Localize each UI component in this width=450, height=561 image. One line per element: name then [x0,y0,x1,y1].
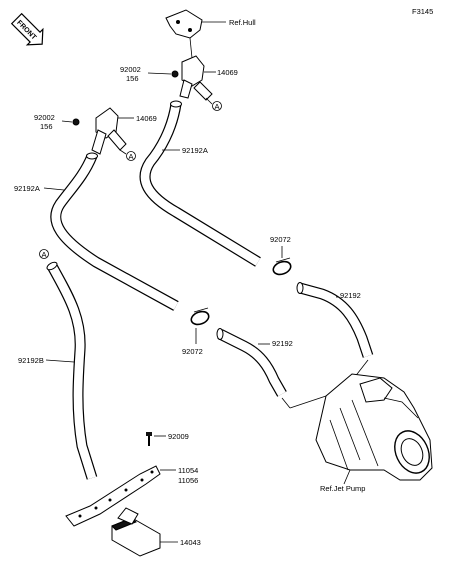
bolt-92009 [146,432,152,446]
label-14043: 14043 [180,538,201,547]
hose-92192a-upper [139,100,261,267]
ref-hull-label: Ref.Hull [229,18,256,27]
label-14069-lower: 14069 [136,114,157,123]
hose-92192b [46,261,98,480]
label-92002-upper: 92002 [120,65,141,74]
hose-92192a-lower [50,152,179,311]
label-92072-lower: 92072 [182,347,203,356]
label-92072-upper: 92072 [270,235,291,244]
fitting-lower [91,107,127,155]
label-92002-lower: 92002 [34,113,55,122]
jet-pump [315,373,433,481]
label-11056: 11056 [178,476,198,485]
hose-92192-upper-right [296,282,374,358]
callout-a-3 [39,249,49,259]
label-92192a-upper: 92192A [182,146,208,155]
front-arrow-icon: FRONT [10,12,44,46]
hull-bracket [165,9,226,39]
label-92192b: 92192B [18,356,44,365]
label-156-upper: 156 [126,74,139,83]
label-92009: 92009 [168,432,189,441]
label-14069-upper: 14069 [217,68,238,77]
ref-jet-pump-label: Ref.Jet Pump [320,484,365,493]
callout-a-1 [212,101,222,111]
fitting-upper [179,37,213,101]
bracket [65,465,161,527]
figure-code: F3145 [412,7,433,16]
label-92192a-lower: 92192A [14,184,40,193]
callout-a-1-label: A [215,102,220,111]
filter-14043 [111,507,161,557]
hose-92192-lower-right [216,328,287,397]
clip-upper [171,70,179,78]
label-92192-lower-right: 92192 [272,339,293,348]
clamp-upper [272,257,292,276]
label-92192-upper-right: 92192 [340,291,361,300]
callout-a-2-label: A [129,152,134,161]
callout-a-3-label: A [42,250,47,259]
label-156-lower: 156 [40,122,53,131]
clamp-lower [190,307,210,326]
clip-lower [72,118,80,126]
label-11054: 11054 [178,466,198,475]
callout-a-2 [126,151,136,161]
